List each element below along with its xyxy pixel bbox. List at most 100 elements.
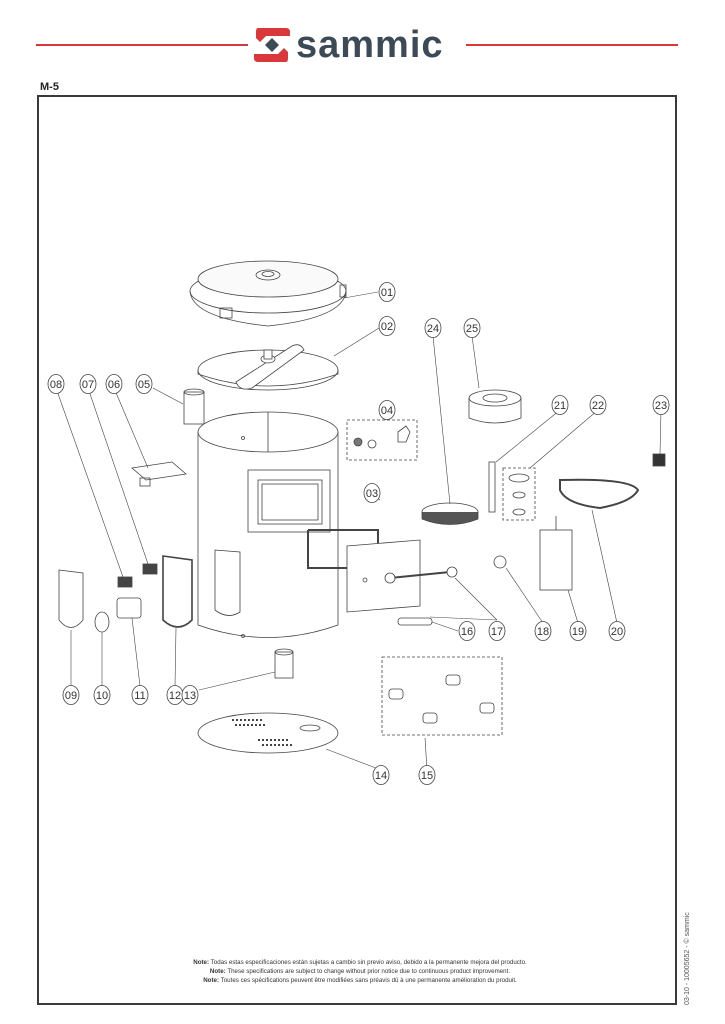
callout-circle <box>463 318 481 338</box>
callout-14: 14 <box>372 765 390 785</box>
callout-label: 22 <box>592 400 604 412</box>
callout-label: 12 <box>169 690 181 702</box>
callout-circle <box>372 765 390 785</box>
part-19 <box>539 516 573 591</box>
callout-label: 10 <box>96 690 108 702</box>
callout-label: 08 <box>50 379 62 391</box>
part-13 <box>274 648 294 679</box>
callout-label: 15 <box>421 770 433 782</box>
callout-15: 15 <box>418 765 436 785</box>
callout-label: 04 <box>381 405 393 417</box>
part-12 <box>162 555 193 628</box>
callout-25: 25 <box>463 318 481 338</box>
callout-04: 04 <box>378 400 396 420</box>
callout-label: 11 <box>134 690 145 702</box>
part-lid <box>189 260 347 327</box>
callout-label: 09 <box>65 690 77 702</box>
part-05 <box>183 388 205 425</box>
callout-02: 02 <box>378 316 396 336</box>
callout-circle <box>534 621 552 641</box>
sammic-logo-icon <box>254 28 290 62</box>
part-21 <box>488 461 496 513</box>
callout-label: 21 <box>554 400 566 412</box>
part-09 <box>58 569 84 628</box>
callout-label: 13 <box>184 690 196 702</box>
callout-circle <box>569 621 587 641</box>
callout-10: 10 <box>93 685 111 705</box>
callout-21: 21 <box>551 395 569 415</box>
callout-circle <box>378 400 396 420</box>
part-16 <box>397 617 433 626</box>
callout-circle <box>589 395 607 415</box>
callout-label: 02 <box>381 321 393 333</box>
part-body <box>197 411 339 638</box>
part-25 <box>468 389 522 424</box>
part-10 <box>94 611 110 633</box>
callout-circle <box>378 316 396 336</box>
callout-22: 22 <box>589 395 607 415</box>
header-rule-left <box>36 44 248 46</box>
part-20 <box>559 478 640 510</box>
callout-circle <box>47 374 65 394</box>
callout-circle <box>105 374 123 394</box>
brand-logo: sammic <box>252 24 464 66</box>
callout-label: 14 <box>375 770 387 782</box>
callout-label: 18 <box>537 626 549 638</box>
callout-16: 16 <box>458 621 476 641</box>
callout-20: 20 <box>608 621 626 641</box>
diagram-frame <box>37 95 677 1005</box>
callout-circle <box>424 318 442 338</box>
part-11 <box>116 597 142 619</box>
callout-circle <box>608 621 626 641</box>
part-14 <box>197 712 339 754</box>
callout-label: 23 <box>655 400 667 412</box>
callout-19: 19 <box>569 621 587 641</box>
callout-label: 25 <box>466 323 478 335</box>
callout-label: 16 <box>461 626 473 638</box>
part-17 <box>346 539 458 613</box>
model-code: M-5 <box>40 81 59 93</box>
footer-notes: Note: Todas estas especificaciones están… <box>140 958 580 985</box>
callout-circle <box>79 374 97 394</box>
callout-05: 05 <box>135 374 153 394</box>
callout-11: 11 <box>131 685 149 705</box>
brand-name: sammic <box>296 24 444 66</box>
callout-label: 17 <box>491 626 503 638</box>
callout-08: 08 <box>47 374 65 394</box>
callout-23: 23 <box>652 395 670 415</box>
callout-circle <box>378 282 396 302</box>
callout-03: 03 <box>363 483 381 503</box>
callout-circle <box>458 621 476 641</box>
part-23 <box>652 453 666 467</box>
callout-label: 03 <box>366 488 378 500</box>
callout-label: 19 <box>572 626 584 638</box>
callout-circle <box>62 685 80 705</box>
callout-01: 01 <box>378 282 396 302</box>
callout-12: 12 <box>166 685 184 705</box>
part-04-group <box>346 419 418 461</box>
callout-17: 17 <box>488 621 506 641</box>
callout-circle <box>551 395 569 415</box>
part-15-group <box>381 656 503 736</box>
note-es: Note: Todas estas especificaciones están… <box>193 959 527 966</box>
callout-label: 05 <box>138 379 150 391</box>
callout-circle <box>363 483 381 503</box>
part-06 <box>131 461 187 487</box>
callout-circle <box>488 621 506 641</box>
callout-13: 13 <box>181 685 199 705</box>
part-inner-disc <box>197 344 339 391</box>
callout-label: 07 <box>82 379 94 391</box>
callout-circle <box>135 374 153 394</box>
note-en: Note: These specifications are subject t… <box>209 968 511 975</box>
callout-label: 06 <box>108 379 120 391</box>
header-rule-right <box>466 44 678 46</box>
document-reference: 03-10 - 10005652 - © sammic <box>684 912 691 1005</box>
callout-07: 07 <box>79 374 97 394</box>
callout-label: 01 <box>381 287 393 299</box>
part-07 <box>142 563 158 575</box>
callout-label: 20 <box>611 626 623 638</box>
callout-18: 18 <box>534 621 552 641</box>
callout-06: 06 <box>105 374 123 394</box>
callout-24: 24 <box>424 318 442 338</box>
